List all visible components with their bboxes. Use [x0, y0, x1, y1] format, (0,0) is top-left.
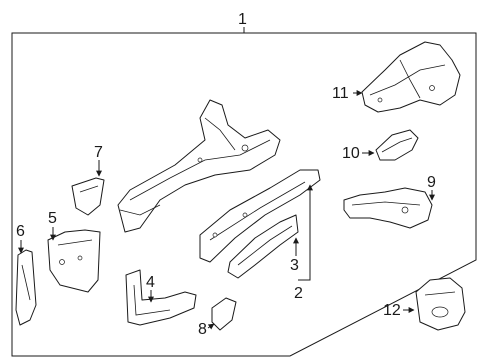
part-5-panel [47, 229, 101, 293]
part-12-housing [415, 277, 466, 331]
part-8-clip [211, 297, 237, 331]
part-9-reinforcement [343, 187, 433, 229]
callout-9: 9 [427, 174, 436, 191]
callout-5: 5 [48, 210, 57, 227]
callout-11: 11 [332, 85, 349, 102]
callout-3: 3 [290, 257, 299, 274]
callout-8-leader [207, 323, 215, 330]
part-7-bracket [71, 177, 105, 216]
callout-12: 12 [383, 302, 401, 319]
callout-7: 7 [94, 144, 103, 161]
callout-2-leader [306, 184, 313, 281]
callout-1: 1 [238, 11, 247, 28]
callout-8: 8 [198, 321, 207, 338]
part-2-side-member [227, 214, 299, 279]
callout-6: 6 [16, 223, 25, 240]
part-main-rail [117, 99, 281, 233]
part-4-rail [125, 269, 197, 326]
part-10-bracket [375, 129, 419, 161]
diagram-frame [11, 32, 477, 357]
part-11-bracket [361, 41, 461, 113]
callout-10: 10 [342, 145, 360, 162]
part-6-bracket [15, 249, 37, 326]
callout-4: 4 [146, 274, 155, 291]
callout-2: 2 [294, 285, 303, 302]
